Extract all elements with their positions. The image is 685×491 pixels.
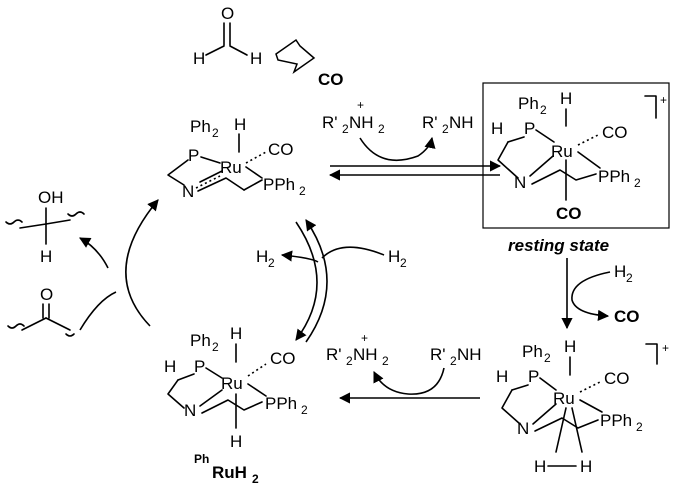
top-ammonium: R' 2 NH 2 +: [322, 98, 385, 136]
svg-text:CO: CO: [602, 123, 628, 142]
formaldehyde: O H H: [193, 4, 262, 68]
svg-text:2: 2: [400, 256, 407, 270]
svg-text:PPh: PPh: [598, 167, 630, 186]
co-loss-label: CO: [614, 307, 640, 326]
svg-text:NH: NH: [353, 345, 378, 364]
svg-text:N: N: [514, 173, 526, 192]
svg-text:Ph: Ph: [518, 94, 539, 113]
dihydride-name: Ph RuH 2: [194, 452, 259, 486]
svg-text:H: H: [234, 115, 246, 134]
svg-text:+: +: [660, 93, 667, 107]
formaldehyde-h-left: H: [193, 49, 205, 68]
svg-text:H: H: [560, 89, 572, 108]
h2-right: H 2: [388, 247, 407, 270]
svg-text:2: 2: [378, 122, 385, 136]
svg-text:2: 2: [636, 420, 643, 434]
svg-text:P: P: [194, 357, 205, 376]
svg-text:NH: NH: [449, 113, 474, 132]
svg-text:N: N: [184, 401, 196, 420]
resting-state-box: [482, 82, 670, 229]
svg-text:N: N: [182, 182, 194, 201]
svg-text:2: 2: [634, 176, 641, 190]
svg-text:Ru: Ru: [551, 142, 573, 161]
hollow-arrow: [275, 38, 316, 75]
svg-text:CO: CO: [270, 349, 296, 368]
amido-complex: Ph 2 H P Ru CO N PPh 2: [167, 115, 306, 201]
svg-text:2: 2: [212, 126, 219, 140]
svg-text:PPh: PPh: [265, 394, 297, 413]
svg-text:H: H: [40, 247, 52, 266]
svg-text:PPh: PPh: [263, 175, 295, 194]
svg-text:H: H: [564, 337, 576, 356]
svg-text:2: 2: [301, 403, 308, 417]
svg-text:2: 2: [268, 256, 275, 270]
resting-state-label: resting state: [508, 236, 609, 255]
co-release-label: CO: [318, 70, 344, 89]
svg-text:P: P: [528, 367, 539, 386]
svg-text:Ph: Ph: [190, 331, 211, 350]
svg-text:H: H: [614, 262, 626, 281]
svg-text:R': R': [326, 345, 342, 364]
svg-text:NH: NH: [457, 345, 482, 364]
svg-text:2: 2: [299, 184, 306, 198]
svg-text:H: H: [230, 324, 242, 343]
svg-text:2: 2: [252, 472, 259, 486]
svg-text:2: 2: [544, 351, 551, 365]
svg-text:2: 2: [442, 122, 449, 136]
bottom-amine: R' 2 NH: [430, 345, 482, 368]
dihydride-complex: Ph 2 H H P Ru CO N PPh 2 H: [164, 324, 308, 451]
svg-text:H: H: [491, 119, 503, 138]
svg-text:Ru: Ru: [221, 374, 243, 393]
alcohol-product: OH H: [5, 188, 85, 266]
h2-add-resting: H 2: [614, 262, 633, 285]
svg-text:CO: CO: [556, 204, 582, 223]
svg-text:R': R': [430, 345, 446, 364]
svg-text:H: H: [580, 457, 592, 476]
svg-text:Ph: Ph: [190, 117, 211, 136]
svg-text:H: H: [256, 247, 268, 266]
h2-left: H 2: [256, 247, 275, 270]
bottom-ammonium: R' 2 NH 2 +: [326, 331, 389, 368]
svg-text:N: N: [517, 419, 529, 438]
resting-state-complex: Ph 2 H H P Ru CO + N PPh 2 CO: [491, 89, 667, 223]
svg-text:+: +: [662, 341, 669, 355]
svg-text:2: 2: [342, 122, 349, 136]
ketone-substrate: O: [7, 285, 75, 337]
svg-text:OH: OH: [38, 188, 64, 207]
svg-text:2: 2: [450, 354, 457, 368]
svg-text:H: H: [230, 432, 242, 451]
svg-text:R': R': [322, 113, 338, 132]
svg-text:Ph: Ph: [522, 342, 543, 361]
svg-text:Ru: Ru: [220, 158, 242, 177]
svg-text:H: H: [534, 457, 546, 476]
svg-text:CO: CO: [604, 369, 630, 388]
svg-text:+: +: [357, 98, 364, 112]
svg-text:CO: CO: [268, 140, 294, 159]
svg-text:Ru: Ru: [553, 389, 575, 408]
svg-text:+: +: [361, 331, 368, 345]
svg-text:RuH: RuH: [212, 463, 247, 482]
svg-text:2: 2: [346, 354, 353, 368]
svg-text:2: 2: [382, 354, 389, 368]
svg-text:Ph: Ph: [194, 452, 209, 466]
svg-text:O: O: [40, 285, 53, 304]
svg-text:H: H: [496, 367, 508, 386]
dihydrogen-complex: Ph 2 H H P Ru CO + N PPh 2 H H: [496, 337, 669, 476]
svg-text:R': R': [422, 113, 438, 132]
svg-text:PPh: PPh: [600, 411, 632, 430]
svg-text:P: P: [188, 146, 199, 165]
svg-text:H: H: [388, 247, 400, 266]
svg-text:H: H: [164, 357, 176, 376]
formaldehyde-h-right: H: [250, 49, 262, 68]
top-amine: R' 2 NH: [422, 113, 474, 136]
formaldehyde-oxygen: O: [221, 4, 234, 23]
svg-text:2: 2: [212, 340, 219, 354]
svg-text:NH: NH: [349, 113, 374, 132]
svg-text:2: 2: [626, 271, 633, 285]
svg-text:P: P: [524, 119, 535, 138]
svg-text:2: 2: [540, 103, 547, 117]
